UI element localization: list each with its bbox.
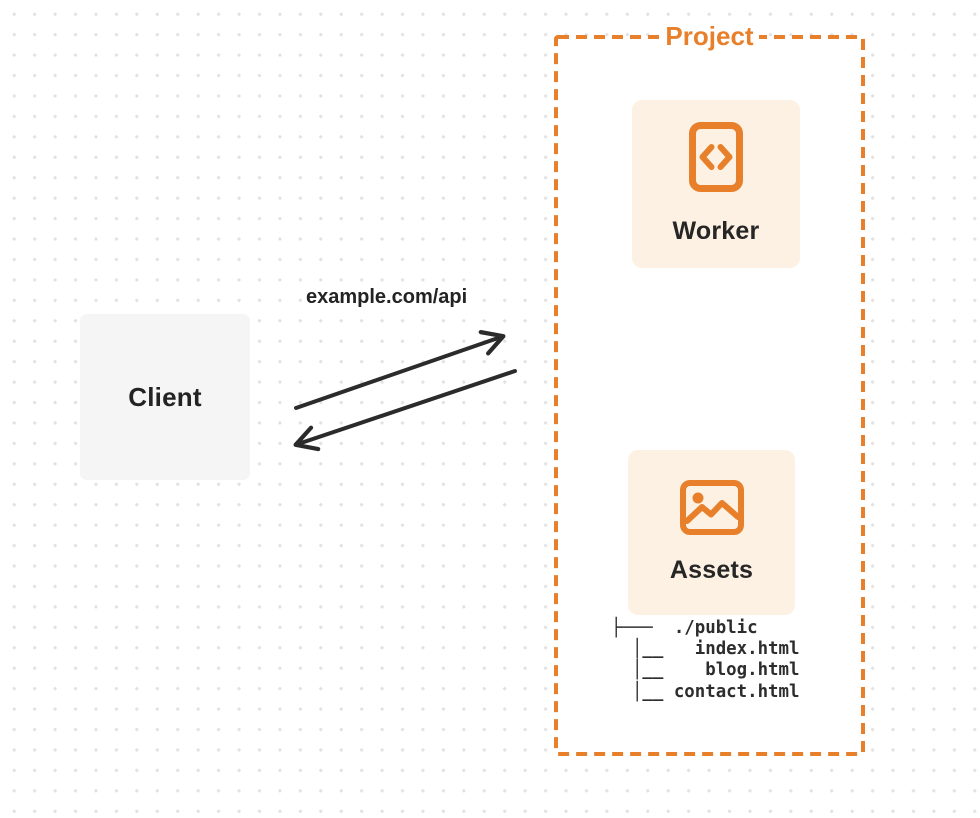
chevron-right-glyph xyxy=(717,144,733,170)
file-tree: ├─── ./public │__ index.html │__ blog.ht… xyxy=(611,618,799,703)
code-file-icon xyxy=(689,122,743,192)
image-icon-sun xyxy=(692,492,703,504)
project-title: Project xyxy=(556,21,863,51)
image-icon-mountains xyxy=(683,500,741,524)
client-label: Client xyxy=(128,381,202,412)
client-node: Client xyxy=(80,314,250,480)
request-url-label: example.com/api xyxy=(306,286,468,308)
file-tree-line: │__ contact.html xyxy=(611,681,800,702)
response-arrow xyxy=(293,369,517,452)
assets-label: Assets xyxy=(669,556,754,584)
image-icon xyxy=(679,480,744,535)
request-arrow xyxy=(294,329,506,410)
file-tree-line: ├─── ./public xyxy=(611,618,758,638)
file-tree-line: │__ index.html xyxy=(611,639,800,660)
chevron-left-glyph xyxy=(699,144,715,170)
worker-label: Worker xyxy=(672,217,760,245)
assets-node: Assets xyxy=(628,450,795,615)
file-tree-line: │__ blog.html xyxy=(611,660,800,681)
worker-node: Worker xyxy=(632,100,800,268)
